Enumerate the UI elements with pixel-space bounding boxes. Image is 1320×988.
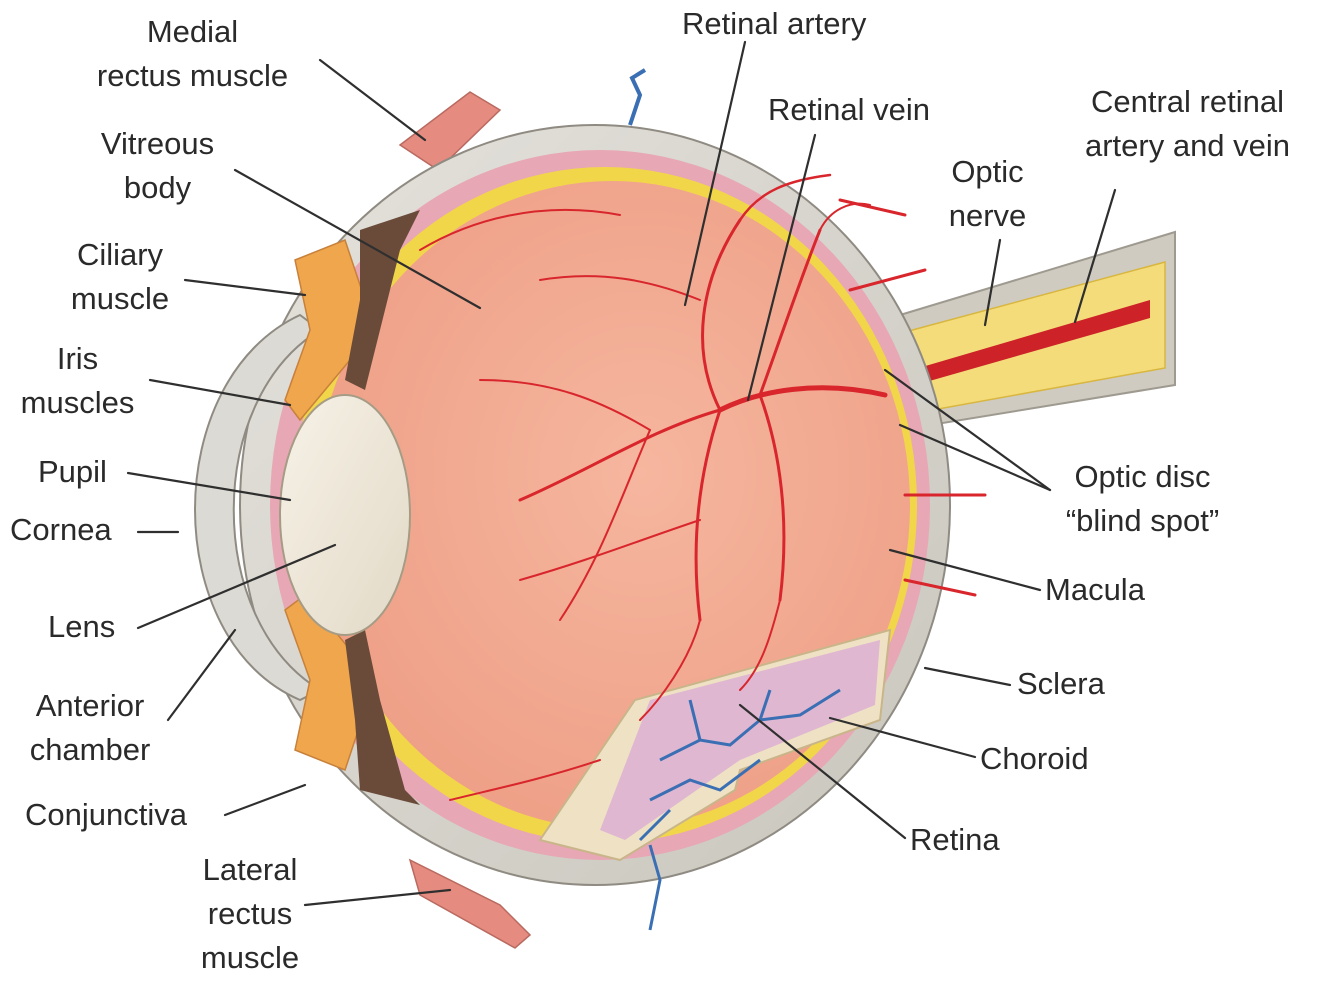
label-sclera: Sclera [1017, 666, 1105, 701]
label-line: muscles [20, 385, 135, 420]
label-vitreous-body: Vitreous body [85, 122, 230, 210]
label-anterior-chamber: Anterior chamber [10, 684, 170, 772]
retinal-vessels [419, 173, 987, 801]
leader-conjunctiva [223, 783, 307, 817]
label-retinal-vein: Retinal vein [768, 92, 930, 127]
label-line: Optic disc [1074, 459, 1211, 494]
label-line: muscle [200, 940, 300, 975]
label-central-retinal-artery-and-vein: Central retinal artery and vein [1060, 80, 1315, 168]
label-lens: Lens [48, 609, 116, 644]
label-line: Optic [951, 154, 1024, 189]
iris-ciliary-top [284, 239, 376, 422]
label-pupil: Pupil [38, 454, 107, 489]
label-line: rectus [207, 896, 293, 931]
leader-optic-disc-1 [883, 368, 1052, 492]
leader-optic-nerve [983, 238, 1002, 327]
leader-lens [136, 543, 337, 630]
label-line: Iris [56, 341, 99, 376]
label-line: rectus muscle [96, 58, 289, 93]
label-line: Medial [146, 14, 239, 49]
leader-central-retinal [1073, 188, 1117, 324]
leader-choroid [828, 716, 977, 759]
label-optic-disc-blind-spot: Optic disc “blind spot” [1050, 455, 1235, 543]
label-line: Ciliary [76, 237, 164, 272]
pigment-band-bottom [345, 630, 420, 805]
label-line: Lateral [202, 852, 298, 887]
optic-nerve-shape [899, 230, 1176, 432]
label-retinal-artery: Retinal artery [682, 6, 867, 41]
label-line: nerve [948, 198, 1027, 233]
leader-macula [888, 548, 1042, 592]
leader-optic-disc-2 [898, 423, 1052, 492]
leader-pupil [126, 471, 292, 502]
label-macula: Macula [1045, 572, 1145, 607]
leader-retina [738, 703, 907, 840]
label-conjunctiva: Conjunctiva [25, 797, 187, 832]
lateral-rectus-muscle-shape [408, 858, 532, 949]
label-line: Vitreous [100, 126, 215, 161]
label-choroid: Choroid [980, 741, 1089, 776]
leader-iris-muscles [148, 378, 292, 407]
label-line: Central retinal [1091, 84, 1284, 119]
pigment-band-top [345, 210, 420, 390]
leader-vitreous-body [233, 168, 482, 310]
leader-medial-rectus [318, 58, 427, 142]
leader-sclera [923, 666, 1012, 687]
leader-ciliary-muscle [183, 278, 307, 297]
label-medial-rectus-muscle: Medial rectus muscle [80, 10, 305, 98]
label-optic-nerve: Optic nerve [935, 150, 1040, 238]
label-line: body [123, 170, 192, 205]
label-iris-muscles: Iris muscles [5, 337, 150, 425]
leader-retinal-vein [746, 133, 817, 402]
label-line: artery and vein [1084, 128, 1291, 163]
label-line: muscle [70, 281, 170, 316]
label-retina: Retina [910, 822, 1000, 857]
choroid-blue-vessels [638, 688, 841, 931]
lens-shape [279, 394, 411, 636]
leader-anterior-chamber [166, 628, 237, 722]
label-line: chamber [29, 732, 151, 767]
label-line: “blind spot” [1065, 503, 1220, 538]
medial-rectus-muscle-shape [398, 91, 502, 171]
leader-retinal-artery [683, 40, 747, 307]
label-lateral-rectus-muscle: Lateral rectus muscle [175, 848, 325, 980]
label-ciliary-muscle: Ciliary muscle [55, 233, 185, 321]
leader-lines [126, 40, 1117, 907]
label-cornea: Cornea [10, 512, 112, 547]
label-line: Anterior [35, 688, 145, 723]
vortex-vein-top [628, 68, 647, 126]
leader-lateral-rectus [303, 888, 452, 907]
